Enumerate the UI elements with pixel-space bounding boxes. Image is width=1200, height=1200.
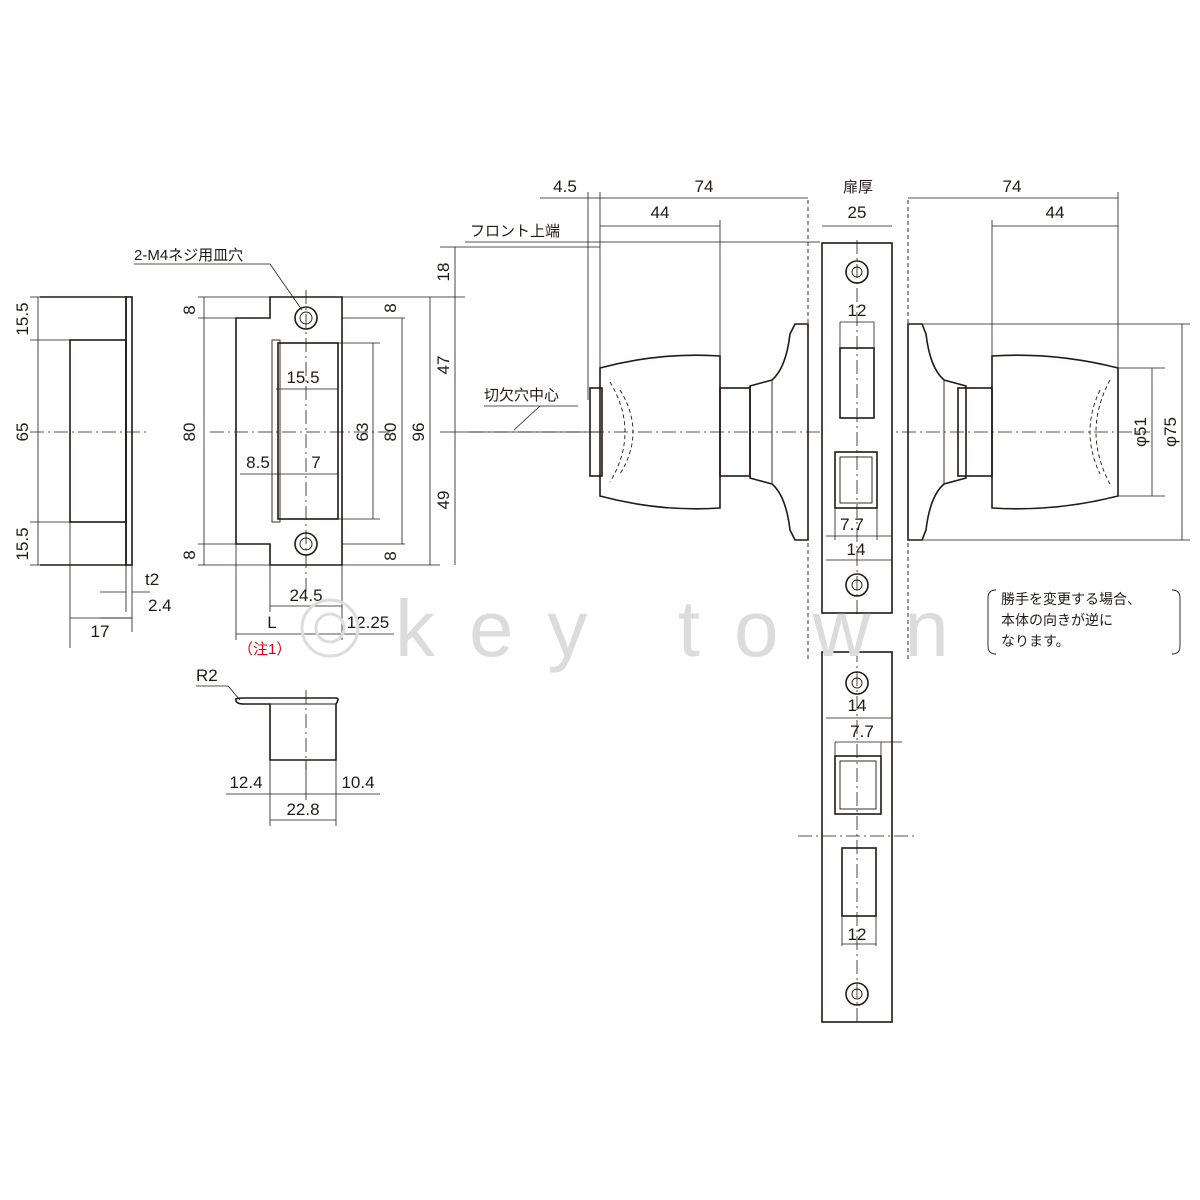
dim-front-14-bot: 14 bbox=[848, 696, 867, 715]
label-screw-hole: 2-M4ネジ用皿穴 bbox=[134, 247, 243, 264]
dim-top-74-l: 74 bbox=[695, 177, 714, 196]
dim-strike-80-l: 80 bbox=[180, 423, 199, 442]
dim-case-t2: t2 bbox=[145, 570, 159, 589]
watermark: key town bbox=[300, 584, 983, 673]
dim-front-12-top: 12 bbox=[848, 301, 867, 320]
dim-strike-63: 63 bbox=[353, 423, 372, 442]
label-front-top: フロント上端 bbox=[470, 223, 560, 240]
dim-strike-18: 18 bbox=[434, 263, 453, 282]
dim-top-4-5: 4.5 bbox=[553, 177, 577, 196]
dim-front-7-7-top: 7.7 bbox=[840, 515, 864, 534]
dim-case-65: 65 bbox=[13, 423, 32, 442]
dim-case-15-5-bot: 15.5 bbox=[13, 527, 32, 560]
strike-box-side-view: 15.5 65 15.5 t2 2.4 17 bbox=[13, 296, 172, 648]
dim-strike-47: 47 bbox=[434, 356, 453, 375]
dim-strike-96: 96 bbox=[409, 423, 428, 442]
dim-front-14-top: 14 bbox=[847, 540, 866, 559]
strike-plate-side-profile: R2 12.4 10.4 22.8 bbox=[196, 666, 380, 826]
dim-strike-8-bl: 8 bbox=[180, 550, 199, 559]
dim-knob-phi75: φ75 bbox=[1161, 417, 1180, 447]
watermark-text: key town bbox=[395, 584, 983, 673]
dim-case-15-5-top: 15.5 bbox=[13, 302, 32, 335]
dim-strike-49: 49 bbox=[434, 491, 453, 510]
knob-assembly-side-view: フロント上端 切欠穴中心 bbox=[465, 177, 1190, 660]
dim-strike-8-tr: 8 bbox=[381, 303, 400, 312]
dim-strike-L: L bbox=[267, 613, 276, 632]
dim-strike-12-25: 12.25 bbox=[347, 613, 390, 632]
latch-face-plate-reversed: 14 7.7 12 bbox=[798, 648, 915, 1025]
dim-strike-15-5: 15.5 bbox=[286, 368, 319, 387]
dim-top-44-l: 44 bbox=[651, 203, 670, 222]
dim-strike-8-5: 8.5 bbox=[246, 453, 270, 472]
dim-side-10-4: 10.4 bbox=[341, 773, 374, 792]
dim-case-2-4: 2.4 bbox=[148, 596, 172, 615]
note1-label: （注1） bbox=[238, 641, 291, 658]
dim-strike-80-r: 80 bbox=[381, 423, 400, 442]
dim-top-74-r: 74 bbox=[1003, 177, 1022, 196]
dim-knob-phi51: φ51 bbox=[1131, 417, 1150, 447]
label-notch-center: 切欠穴中心 bbox=[484, 387, 559, 404]
label-door-thickness: 扉厚 bbox=[843, 179, 873, 196]
note-text: 勝手を変更する場合、 本体の向きが逆に なります。 bbox=[1001, 592, 1141, 650]
dim-front-12-bot: 12 bbox=[848, 925, 867, 944]
note-bracket bbox=[987, 589, 1181, 655]
dim-case-17: 17 bbox=[91, 622, 110, 641]
dim-strike-8-br: 8 bbox=[381, 551, 400, 560]
dim-front-7-7-bot: 7.7 bbox=[850, 722, 874, 741]
dim-strike-24-5: 24.5 bbox=[289, 586, 322, 605]
dim-side-22-8: 22.8 bbox=[286, 800, 319, 819]
dim-top-44-r: 44 bbox=[1046, 203, 1065, 222]
dim-strike-8-tl: 8 bbox=[180, 305, 199, 314]
dim-strike-7: 7 bbox=[311, 453, 320, 472]
dim-side-12-4: 12.4 bbox=[229, 773, 262, 792]
dim-top-25: 25 bbox=[848, 203, 867, 222]
dim-side-R2: R2 bbox=[196, 666, 218, 685]
